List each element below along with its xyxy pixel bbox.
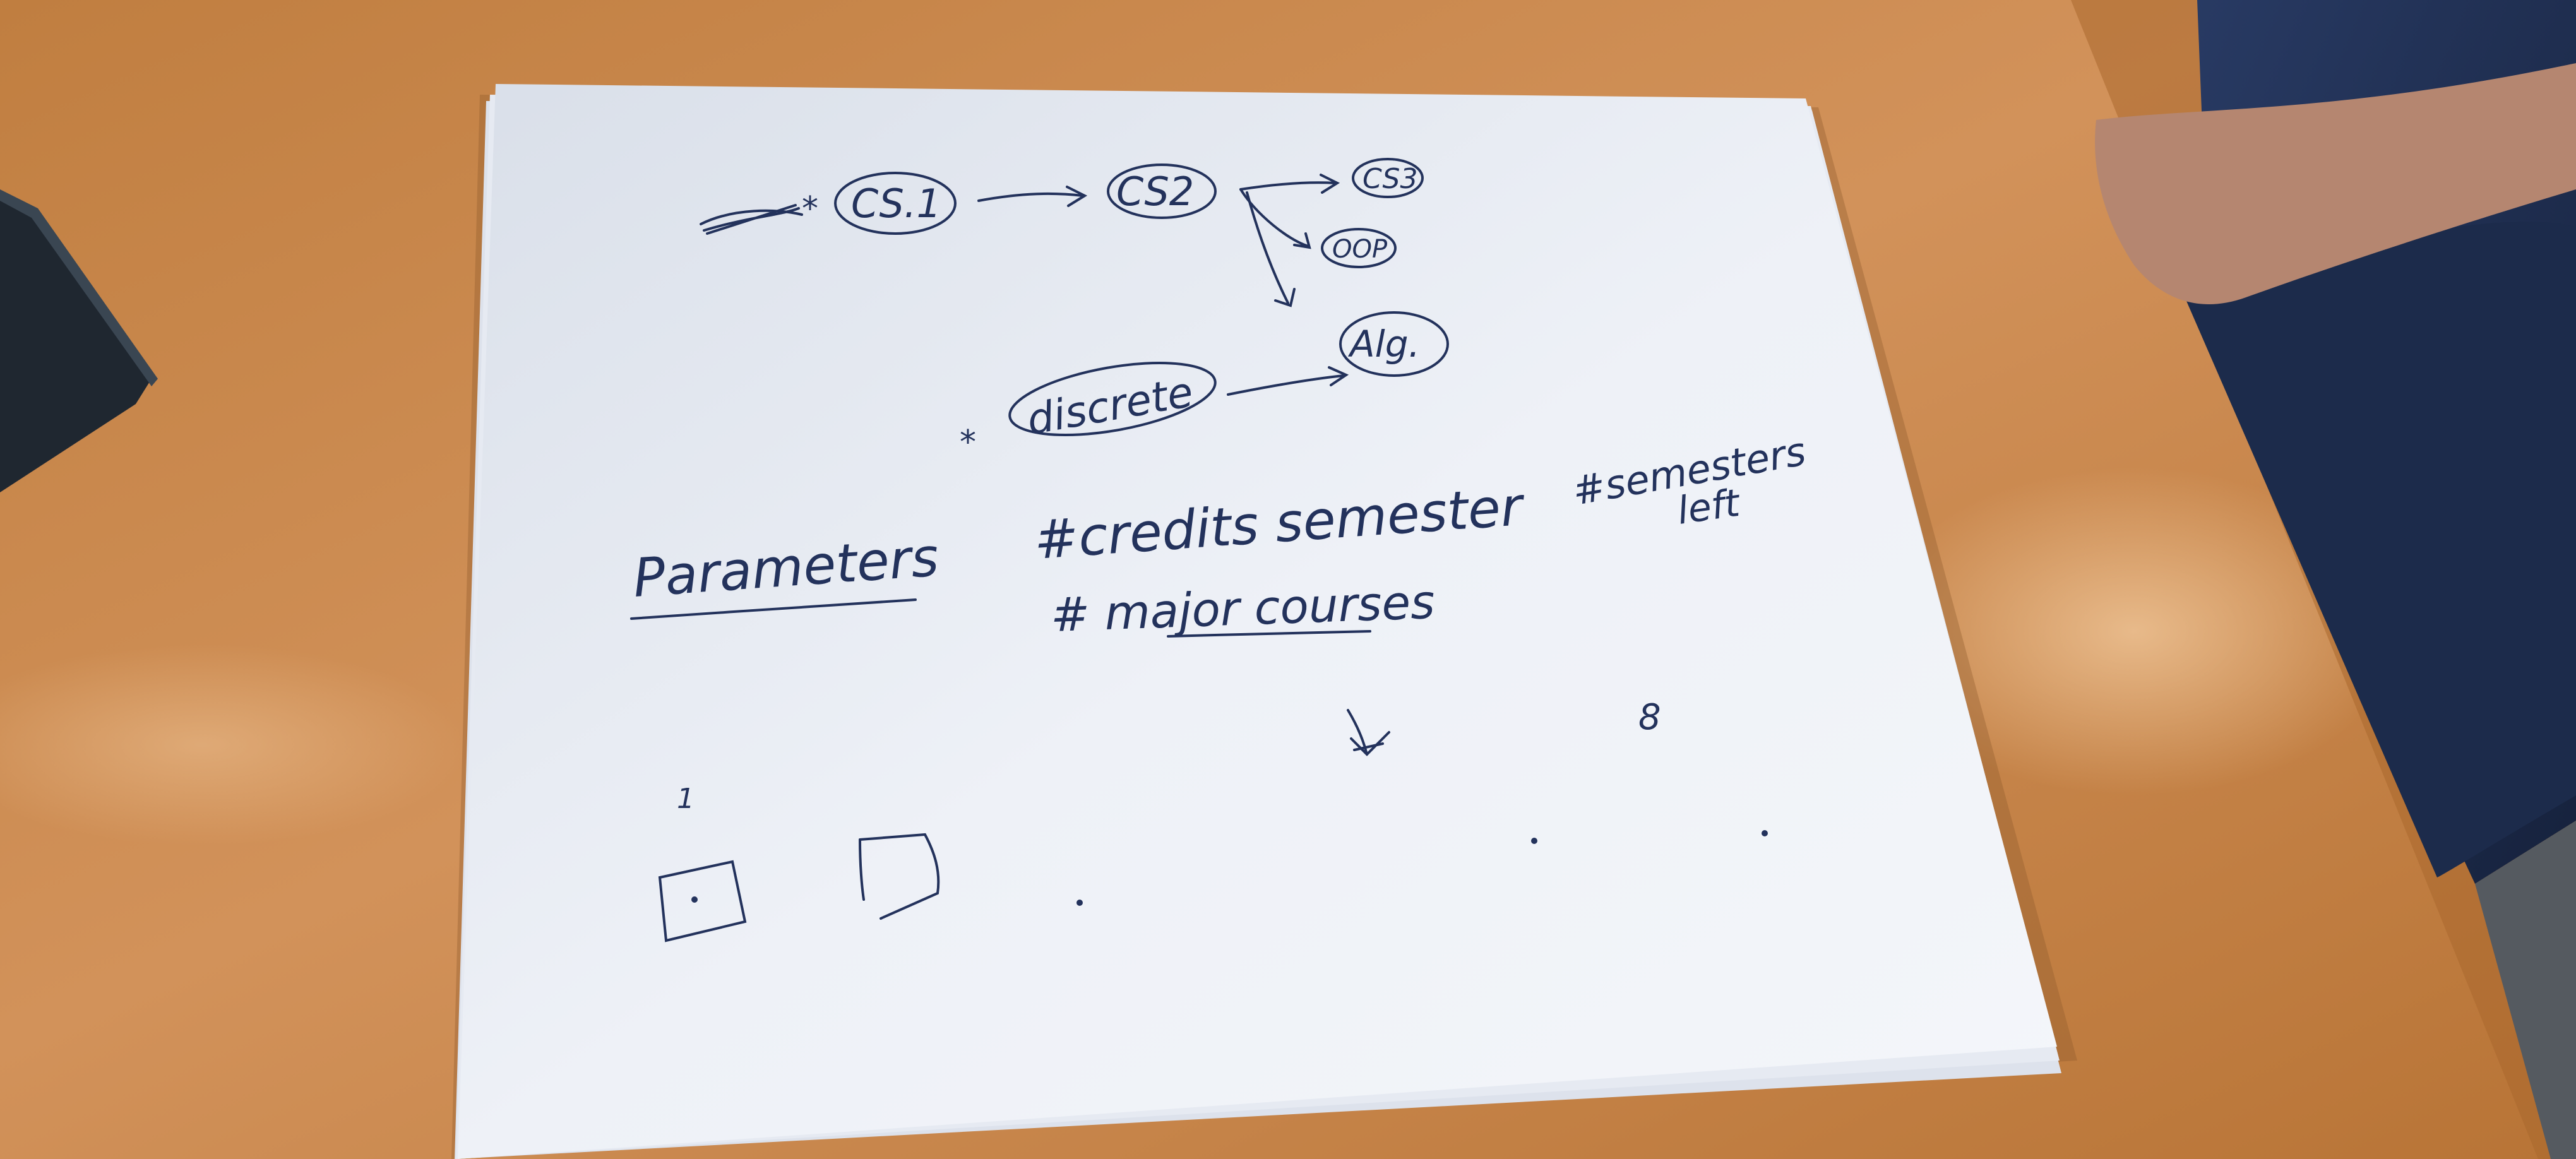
node-discrete-circle [1008, 362, 1217, 436]
star-mark: * [960, 424, 976, 461]
node-cs2-label: CS2 [1116, 169, 1194, 215]
edge-discrete-alg [1227, 366, 1349, 396]
semesters-left-line2: left [1674, 481, 1743, 533]
major-courses-underline [1167, 630, 1371, 638]
ink-dot [1531, 838, 1537, 844]
laptop-edge [0, 189, 158, 386]
node-cs3-circle [1352, 158, 1424, 198]
prerequisite-diagram [630, 158, 1768, 942]
edge-cs2-oop [1239, 188, 1311, 249]
node-alg-circle [1339, 311, 1449, 377]
star-mark: * [802, 190, 818, 228]
ink-dot [1076, 900, 1083, 906]
number-one: 1 [677, 783, 695, 815]
node-oop-circle [1321, 228, 1397, 268]
ink-dot [1762, 830, 1768, 836]
node-cs2-circle [1107, 163, 1217, 219]
floor-carpet [2475, 821, 2576, 1159]
down-arrow-mark [1347, 709, 1390, 756]
ink-dot [691, 896, 698, 903]
node-cs3-label: CS3 [1363, 163, 1417, 195]
person-arm [2095, 63, 2576, 304]
laptop [0, 196, 152, 492]
crossed-out-scribble [700, 204, 803, 235]
node-oop-label: OOP [1332, 235, 1388, 264]
hand-drawn-square-2 [859, 833, 940, 920]
person-jeans-knee [2185, 222, 2576, 877]
major-courses: # major courses [1050, 575, 1436, 643]
edge-cs1-cs2 [977, 186, 1088, 207]
node-cs1-circle [834, 172, 957, 235]
desk-glare [1869, 467, 2399, 795]
node-alg-label: Alg. [1347, 323, 1420, 366]
paper-sheet-top [458, 84, 2057, 1159]
edge-cs2-cs3 [1239, 174, 1340, 194]
node-cs1-label: CS.1 [851, 181, 941, 227]
parameters-underline [630, 598, 917, 620]
edge-cs2-down [1246, 191, 1296, 307]
desk-glare-left [0, 644, 467, 846]
number-eight: 8 [1638, 697, 1661, 738]
hand-drawn-square-1 [658, 860, 747, 942]
